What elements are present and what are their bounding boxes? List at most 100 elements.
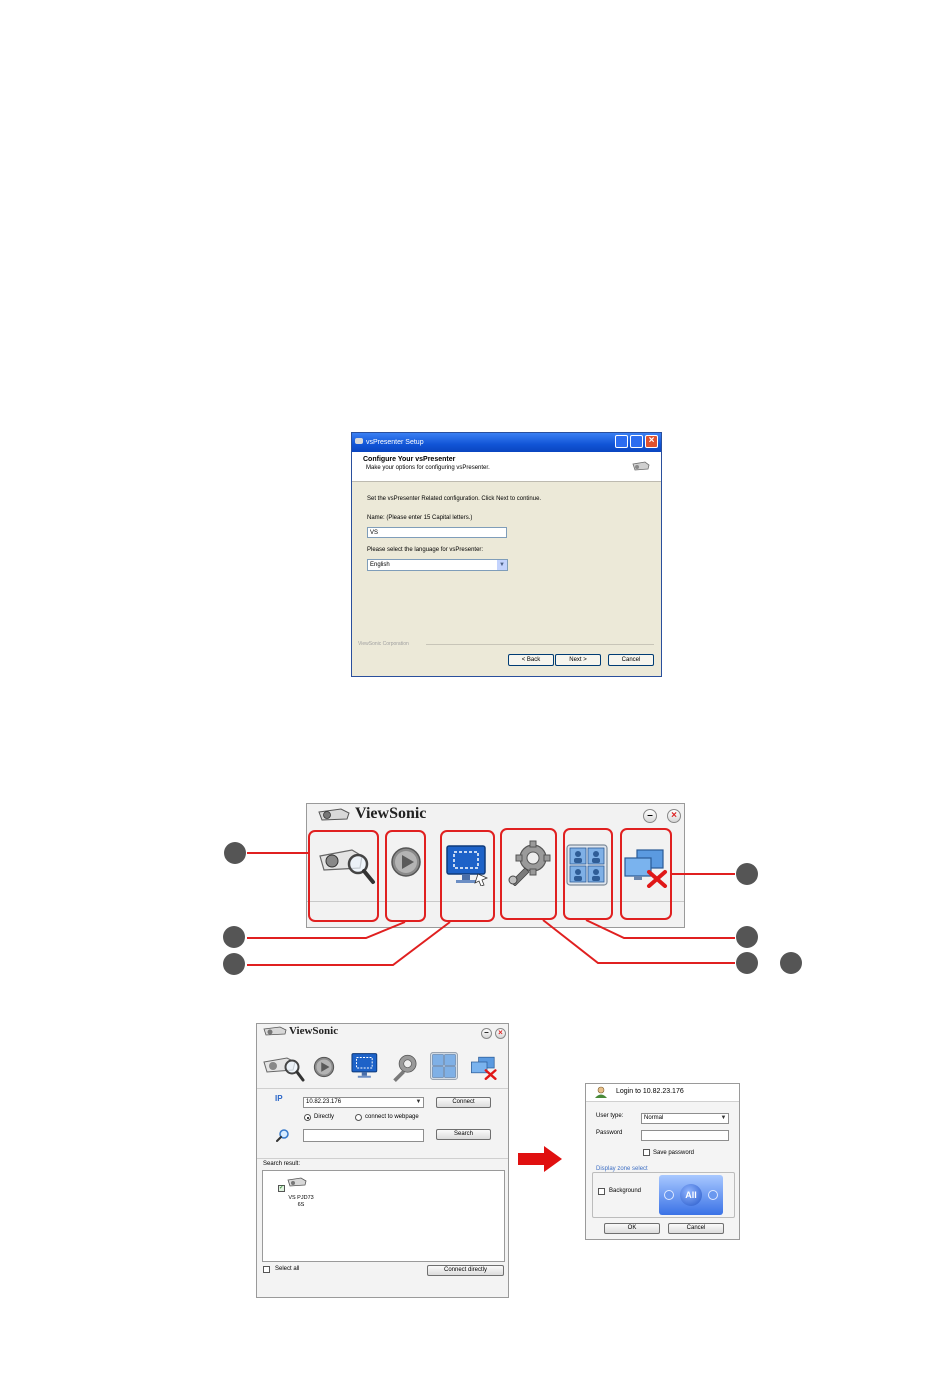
close-button[interactable]: ×	[667, 809, 681, 823]
setup-header: Configure Your vsPresenter Make your opt…	[352, 452, 661, 482]
projector-icon	[632, 461, 650, 471]
callout-circle-6	[736, 952, 758, 974]
cancel-button[interactable]: Cancel	[608, 654, 654, 666]
language-label: Please select the language for vsPresent…	[367, 547, 484, 553]
radio-directly[interactable]	[304, 1114, 311, 1121]
search-projector-icon[interactable]	[263, 1052, 305, 1082]
search-input[interactable]	[303, 1129, 424, 1142]
highlight-play	[385, 830, 426, 922]
setup-subheading: Make your options for configuring vsPres…	[366, 465, 490, 471]
zone-right-button[interactable]	[708, 1190, 718, 1200]
projector-logo-icon	[263, 1026, 287, 1036]
play-icon[interactable]	[390, 846, 422, 878]
viewsonic-main-window: ViewSonic – ×	[256, 1023, 509, 1298]
split-screen-icon[interactable]	[430, 1052, 458, 1080]
display-zone-label: Display zone select	[595, 1166, 649, 1172]
disconnect-icon[interactable]	[623, 848, 669, 888]
back-button[interactable]: < Back	[508, 654, 554, 666]
user-type-label: User type:	[596, 1113, 624, 1119]
ip-icon: IP	[275, 1094, 283, 1103]
name-input[interactable]: VS	[367, 527, 507, 538]
play-icon[interactable]	[313, 1056, 335, 1078]
callout-circle-7	[780, 952, 802, 974]
connect-button[interactable]: Connect	[436, 1097, 491, 1108]
result-device-name-line1: VS PJD73	[288, 1195, 314, 1201]
toolbar-divider	[257, 1088, 508, 1089]
brand-title: ViewSonic	[289, 1025, 339, 1037]
save-password-checkbox[interactable]	[643, 1149, 650, 1156]
minimize-button[interactable]	[615, 435, 628, 448]
password-input[interactable]	[641, 1130, 729, 1141]
zone-left-button[interactable]	[664, 1190, 674, 1200]
login-title: Login to 10.82.23.176	[616, 1088, 684, 1095]
result-checkbox[interactable]: ✓	[278, 1185, 285, 1192]
settings-icon[interactable]	[389, 1052, 421, 1082]
highlight-search	[308, 830, 379, 922]
background-checkbox[interactable]	[598, 1188, 605, 1195]
login-dialog: Login to 10.82.23.176 User type: Normal …	[585, 1083, 740, 1240]
ip-address-value: 10.82.23.176	[306, 1099, 342, 1105]
screen-capture-icon[interactable]	[350, 1052, 380, 1080]
search-button[interactable]: Search	[436, 1129, 491, 1140]
login-header: Login to 10.82.23.176	[586, 1084, 739, 1102]
search-result-label: Search result:	[263, 1161, 301, 1167]
minimize-button[interactable]: –	[643, 809, 657, 823]
zone-all-button[interactable]: All	[680, 1184, 702, 1206]
highlight-screen-capture	[440, 830, 495, 922]
ok-button[interactable]: OK	[604, 1223, 660, 1234]
result-device-name-line2: 6S	[297, 1202, 305, 1208]
search-projector-icon[interactable]	[318, 842, 376, 886]
connect-directly-button[interactable]: Connect directly	[427, 1265, 504, 1276]
callout-circle-2	[223, 926, 245, 948]
close-button[interactable]: ×	[495, 1028, 506, 1039]
radio-connect-webpage[interactable]	[355, 1114, 362, 1121]
minimize-button[interactable]: –	[481, 1028, 492, 1039]
callout-circle-1	[224, 842, 246, 864]
highlight-disconnect	[620, 828, 672, 920]
display-zone-selector[interactable]: All	[659, 1175, 723, 1215]
highlight-split-screen	[563, 828, 613, 920]
maximize-button[interactable]	[630, 435, 643, 448]
cancel-button[interactable]: Cancel	[668, 1223, 724, 1234]
chevron-down-icon[interactable]: ▼	[415, 1099, 422, 1105]
search-result-list[interactable]: ✓ VS PJD73 6S	[262, 1170, 505, 1262]
user-type-value: Normal	[644, 1115, 664, 1121]
language-value: English	[370, 562, 390, 568]
leader-line-split-screen	[585, 919, 735, 939]
settings-icon[interactable]	[505, 840, 553, 886]
callout-circle-5	[736, 926, 758, 948]
background-label: Background	[609, 1188, 642, 1194]
corporation-label: ViewSonic Corporation	[358, 641, 409, 647]
split-screen-icon[interactable]	[566, 844, 608, 886]
select-all-checkbox[interactable]	[263, 1266, 270, 1273]
setup-intro-text: Set the vsPresenter Related configuratio…	[367, 496, 542, 502]
setup-titlebar: vsPresenter Setup ×	[352, 433, 661, 452]
close-button[interactable]: ×	[645, 435, 658, 448]
disconnect-icon[interactable]	[469, 1056, 499, 1080]
search-divider	[257, 1158, 508, 1159]
chevron-down-icon[interactable]: ▼	[720, 1115, 727, 1121]
projector-icon	[287, 1177, 307, 1187]
password-label: Password	[596, 1130, 623, 1136]
callout-circle-4	[736, 863, 758, 885]
radio-connect-webpage-label: connect to webpage	[365, 1114, 419, 1120]
projector-logo-icon	[318, 808, 350, 821]
leader-line-settings	[542, 919, 735, 964]
toolbar-footer-divider	[307, 901, 684, 902]
setup-heading: Configure Your vsPresenter	[363, 456, 456, 463]
result-device-name[interactable]: VS PJD73 6S	[283, 1195, 319, 1209]
setup-title: vsPresenter Setup	[366, 439, 424, 446]
leader-line-screen-capture	[247, 921, 451, 966]
ip-address-combobox[interactable]: 10.82.23.176 ▼	[303, 1097, 424, 1108]
leader-line-play	[247, 921, 406, 939]
search-icon	[276, 1129, 289, 1142]
chevron-down-icon[interactable]: ▼	[497, 560, 507, 570]
screen-capture-icon[interactable]	[444, 844, 490, 886]
language-select[interactable]: English ▼	[367, 559, 508, 571]
user-type-select[interactable]: Normal ▼	[641, 1113, 729, 1124]
next-button[interactable]: Next >	[555, 654, 601, 666]
arrow-right-icon	[518, 1146, 562, 1172]
brand-title: ViewSonic	[355, 805, 427, 822]
display-zone-group	[592, 1172, 735, 1218]
